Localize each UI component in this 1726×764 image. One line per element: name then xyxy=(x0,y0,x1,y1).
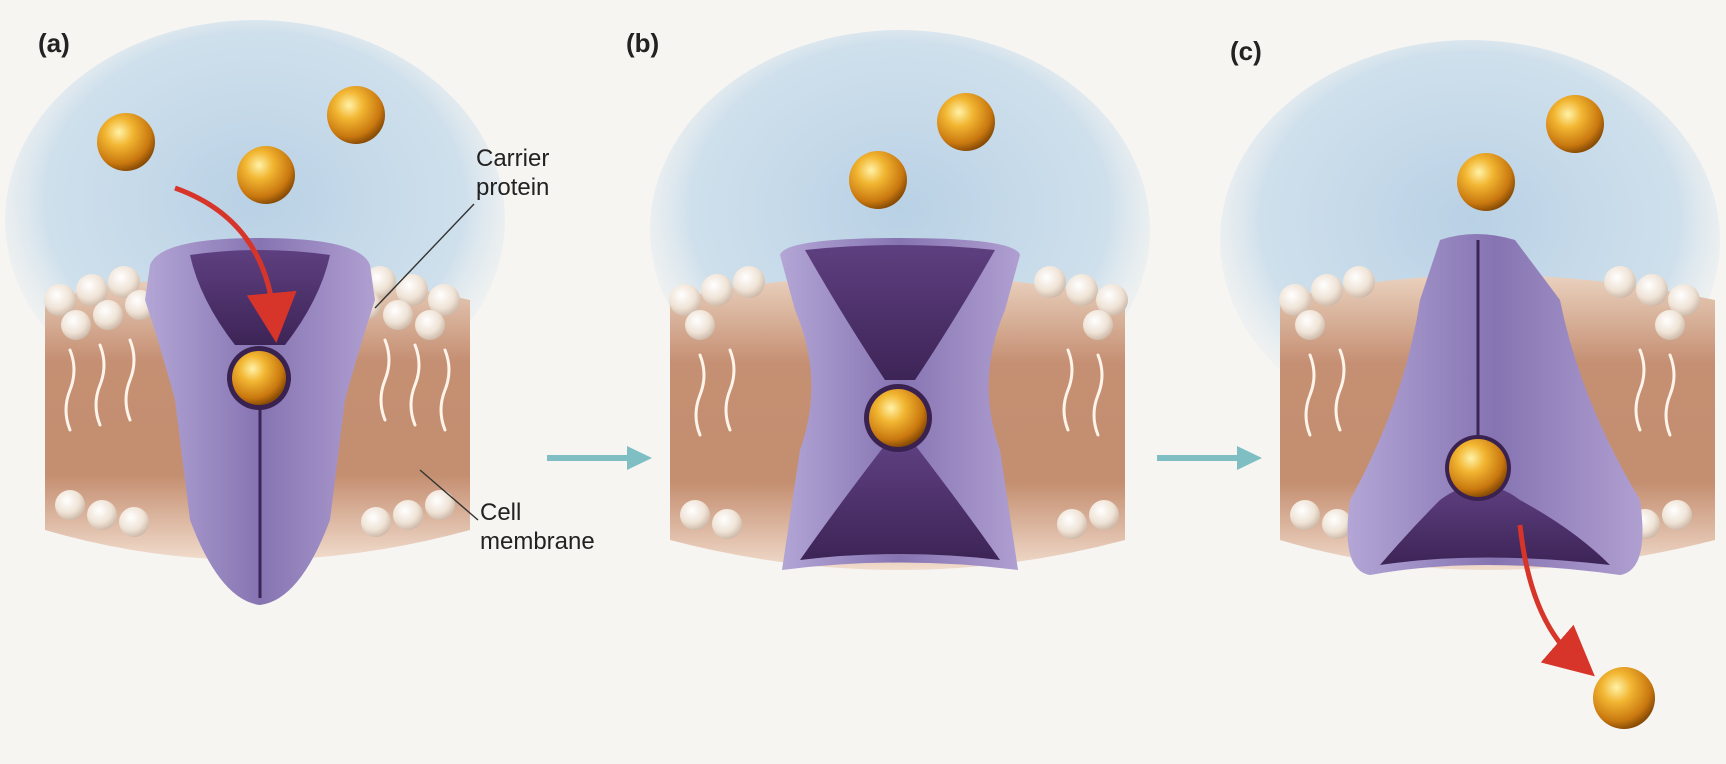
solute-sphere-icon xyxy=(1546,95,1604,153)
panel-c: (c) xyxy=(1220,36,1720,729)
solute-sphere-icon xyxy=(869,389,927,447)
solute-sphere-icon xyxy=(232,351,286,405)
panel-label-c: (c) xyxy=(1230,36,1262,66)
solute-sphere-icon xyxy=(97,113,155,171)
right-arrow-icon xyxy=(1237,446,1262,470)
solute-sphere-icon xyxy=(327,86,385,144)
solute-sphere-icon xyxy=(937,93,995,151)
panel-label-a: (a) xyxy=(38,28,70,58)
step-arrow-1 xyxy=(547,446,652,470)
solute-sphere-icon xyxy=(237,146,295,204)
solute-sphere-icon xyxy=(849,151,907,209)
solute-sphere-icon xyxy=(1449,439,1507,497)
cell-membrane-label: Cell membrane xyxy=(480,499,595,555)
solute-sphere-icon xyxy=(1593,667,1655,729)
panel-a: (a) Carrier protein xyxy=(5,20,595,605)
right-arrow-icon xyxy=(627,446,652,470)
panel-label-b: (b) xyxy=(626,28,659,58)
solute-sphere-icon xyxy=(1457,153,1515,211)
panel-b: (b) xyxy=(626,28,1150,570)
step-arrow-2 xyxy=(1157,446,1262,470)
